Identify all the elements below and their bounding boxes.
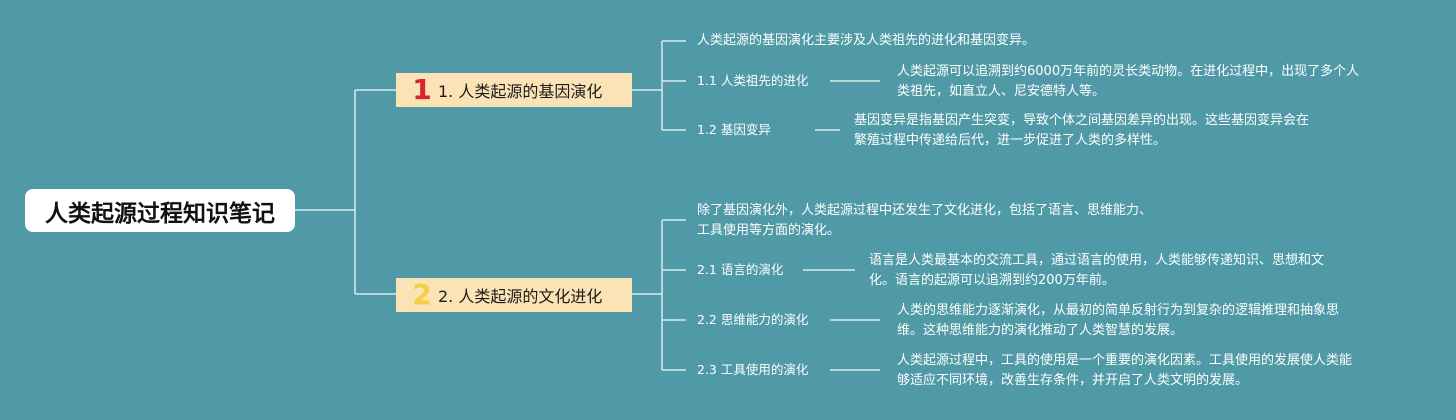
sub-node-2-2[interactable]: 2.2 思维能力的演化 (697, 312, 809, 327)
branch-1-intro: 人类起源的基因演化主要涉及人类祖先的进化和基因变异。 (697, 33, 1036, 48)
connector-root (295, 89, 396, 295)
branch-2-intro: 除了基因演化外，人类起源过程中还发生了文化进化，包括了语言、思维能力、 工具使用… (697, 203, 1153, 238)
sub-node-2-3-desc: 人类起源过程中，工具的使用是一个重要的演化因素。工具使用的发展使人类能 够适应不… (897, 353, 1353, 388)
sub-node-1-1-desc: 人类起源可以追溯到约6000万年前的灵长类动物。在进化过程中，出现了多个人 类祖… (897, 64, 1360, 99)
branch-node-cultural[interactable]: 2 2. 人类起源的文化进化 (396, 278, 632, 312)
number-one-icon: 1 (412, 73, 432, 106)
connector-branch-2 (632, 219, 686, 371)
sub-node-2-3[interactable]: 2.3 工具使用的演化 (697, 362, 809, 377)
number-two-icon: 2 (412, 278, 432, 311)
branch-label: 2. 人类起源的文化进化 (438, 287, 603, 306)
branch-node-genetic[interactable]: 1 1. 人类起源的基因演化 (396, 73, 632, 107)
root-title: 人类起源过程知识笔记 (45, 200, 275, 227)
sub-node-1-1[interactable]: 1.1 人类祖先的进化 (697, 73, 809, 88)
sub-node-2-1[interactable]: 2.1 语言的演化 (697, 262, 784, 277)
sub-node-1-2-desc: 基因变异是指基因产生突变，导致个体之间基因差异的出现。这些基因变异会在 繁殖过程… (854, 113, 1310, 148)
branch-label: 1. 人类起源的基因演化 (438, 82, 603, 101)
sub-node-2-2-desc: 人类的思维能力逐渐演化，从最初的简单反射行为到复杂的逻辑推理和抽象思 维。这种思… (897, 303, 1340, 338)
root-node[interactable]: 人类起源过程知识笔记 (25, 189, 295, 232)
sub-node-1-2[interactable]: 1.2 基因变异 (697, 122, 771, 137)
connector-branch-1 (632, 40, 686, 131)
sub-node-2-1-desc: 语言是人类最基本的交流工具，通过语言的使用，人类能够传递知识、思想和文 化。语言… (869, 253, 1325, 288)
